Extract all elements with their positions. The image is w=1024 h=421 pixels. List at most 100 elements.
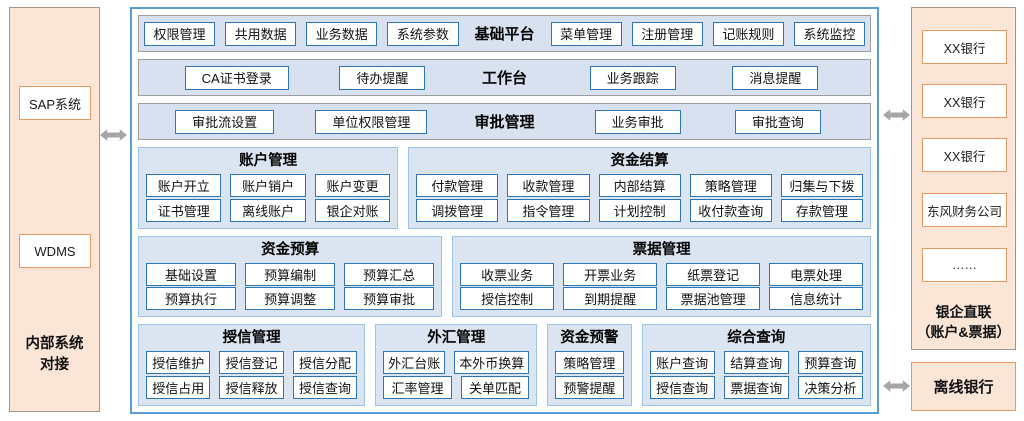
double-arrow-icon bbox=[883, 109, 910, 121]
band-title: 审批管理 bbox=[474, 114, 535, 131]
bank-box: XX银行 bbox=[922, 138, 1007, 172]
module-group-title: 资金预算 bbox=[261, 241, 320, 258]
right-panel-caption-line: （账户&票据） bbox=[916, 324, 1011, 340]
platform-band: 审批流设置 单位权限管理 审批管理 业务审批 审批查询 bbox=[138, 103, 871, 140]
band-right-modules: 业务跟踪 消息提醒 bbox=[543, 65, 865, 90]
module-group-title: 资金预警 bbox=[560, 330, 619, 347]
module-group-button-row: 调拨管理指令管理计划控制收付款查询存款管理 bbox=[416, 198, 863, 222]
module-group-title: 票据管理 bbox=[632, 241, 691, 258]
module-group-button-row: 付款管理收款管理内部结算策略管理归集与下拨 bbox=[416, 173, 863, 197]
left-panel-caption-line: 内部系统 bbox=[25, 336, 84, 352]
platform-band: 权限管理共用数据业务数据系统参数基础平台菜单管理注册管理记账规则系统监控 bbox=[138, 15, 871, 52]
platform-band: CA证书登录 待办提醒 工作台 业务跟踪 消息提醒 bbox=[138, 59, 871, 96]
double-arrow-icon bbox=[100, 129, 127, 141]
left-panel-caption: 内部系统对接 bbox=[10, 334, 99, 376]
module-chip: 菜单管理 bbox=[550, 21, 622, 46]
module-chip: 预算执行 bbox=[146, 287, 237, 311]
module-chip: 业务跟踪 bbox=[589, 65, 676, 90]
module-chip: 授信登记 bbox=[219, 351, 284, 375]
module-chip: 收付款查询 bbox=[689, 198, 772, 222]
band-left-modules: 权限管理共用数据业务数据系统参数 bbox=[144, 21, 459, 46]
module-chip: 授信查询 bbox=[292, 376, 358, 399]
module-chip: 到期提醒 bbox=[563, 287, 658, 311]
module-chip: 开票业务 bbox=[563, 262, 658, 286]
module-chip: 预警提醒 bbox=[555, 376, 624, 399]
bank-box: 东风财务公司 bbox=[922, 193, 1007, 227]
module-chip: 计划控制 bbox=[598, 198, 681, 222]
module-chip: 纸票登记 bbox=[666, 262, 761, 286]
module-chip: 结算查询 bbox=[723, 351, 789, 375]
module-chip: 归集与下拨 bbox=[780, 173, 863, 197]
external-system-box: SAP系统 bbox=[19, 86, 91, 120]
module-chip: 票据池管理 bbox=[666, 287, 761, 311]
module-group-button-row: 基础设置预算编制预算汇总 bbox=[146, 262, 435, 286]
module-chip: 基础设置 bbox=[146, 262, 237, 286]
band-left-modules: CA证书登录 待办提醒 bbox=[144, 65, 466, 90]
band-right-modules: 业务审批 审批查询 bbox=[551, 109, 866, 134]
module-chip: 外汇台账 bbox=[383, 351, 446, 375]
module-group-title: 账户管理 bbox=[239, 153, 298, 169]
module-chip: 预算汇总 bbox=[344, 262, 435, 286]
module-chip: 关单匹配 bbox=[460, 376, 530, 399]
module-chip: 本外币换算 bbox=[454, 351, 530, 375]
module-chip: 待办提醒 bbox=[339, 65, 426, 90]
module-group-button-row: 汇率管理关单匹配 bbox=[383, 376, 530, 399]
module-group-title: 授信管理 bbox=[222, 330, 281, 347]
right-top-connector-arrow-icon bbox=[883, 107, 910, 123]
module-group-button-row: 预算执行预算调整预算审批 bbox=[146, 287, 435, 311]
module-group-button-row: 授信占用授信释放授信查询 bbox=[146, 376, 358, 399]
external-system-box: WDMS bbox=[19, 234, 91, 268]
band-title: 工作台 bbox=[482, 70, 528, 87]
module-chip: 收款管理 bbox=[507, 173, 590, 197]
module-chip: 记账规则 bbox=[712, 21, 784, 46]
bank-box: …… bbox=[922, 248, 1007, 282]
module-chip: 付款管理 bbox=[416, 173, 499, 197]
band-left-modules: 审批流设置 单位权限管理 bbox=[144, 109, 459, 134]
module-chip: 决策分析 bbox=[797, 376, 863, 399]
module-group-button-row: 授信维护授信登记授信分配 bbox=[146, 351, 358, 375]
module-chip: 授信控制 bbox=[460, 287, 555, 311]
module-chip: 预算调整 bbox=[245, 287, 336, 311]
module-group-button-row: 收票业务开票业务纸票登记电票处理 bbox=[460, 262, 863, 286]
module-chip: 调拨管理 bbox=[416, 198, 499, 222]
right-panel-caption: 银企直联 （账户&票据） bbox=[912, 302, 1015, 342]
module-chip: 策略管理 bbox=[689, 173, 772, 197]
module-chip: 消息提醒 bbox=[732, 65, 819, 90]
module-chip: 审批流设置 bbox=[175, 109, 275, 134]
module-chip: 业务审批 bbox=[594, 109, 681, 134]
module-group: 资金预警策略管理预警提醒 bbox=[547, 324, 632, 407]
module-chip: 预算审批 bbox=[344, 287, 435, 311]
right-bottom-connector-arrow-icon bbox=[883, 378, 910, 394]
module-group-button-row: 策略管理 bbox=[555, 351, 624, 375]
module-chip: 单位权限管理 bbox=[315, 109, 428, 134]
module-group: 授信管理授信维护授信登记授信分配授信占用授信释放授信查询 bbox=[138, 324, 366, 407]
module-chip: 离线账户 bbox=[230, 198, 306, 222]
module-chip: 电票处理 bbox=[769, 262, 863, 286]
module-group-button-row: 授信控制到期提醒票据池管理信息统计 bbox=[460, 287, 863, 311]
module-chip: 授信维护 bbox=[146, 351, 211, 375]
internal-systems-list: SAP系统 WDMS bbox=[10, 8, 99, 411]
module-group-button-row: 证书管理离线账户银企对账 bbox=[146, 198, 391, 222]
module-group: 外汇管理外汇台账本外币换算汇率管理关单匹配 bbox=[375, 324, 538, 407]
module-group-title: 外汇管理 bbox=[427, 330, 486, 347]
band-right-modules: 菜单管理注册管理记账规则系统监控 bbox=[550, 21, 866, 46]
module-chip: 审批查询 bbox=[734, 109, 821, 134]
module-group: 资金预算基础设置预算编制预算汇总预算执行预算调整预算审批 bbox=[138, 235, 443, 318]
module-chip: CA证书登录 bbox=[184, 65, 289, 90]
module-group-button-row: 预警提醒 bbox=[555, 376, 624, 399]
module-chip: 权限管理 bbox=[144, 21, 216, 46]
right-panel-caption-line: 银企直联 bbox=[935, 304, 992, 320]
module-group: 票据管理收票业务开票业务纸票登记电票处理授信控制到期提醒票据池管理信息统计 bbox=[452, 235, 871, 318]
module-chip: 共用数据 bbox=[225, 21, 297, 46]
offline-bank-box: 离线银行 bbox=[911, 362, 1016, 411]
left-connector-arrow-icon bbox=[100, 127, 127, 143]
module-chip: 授信释放 bbox=[219, 376, 284, 399]
module-chip: 授信查询 bbox=[649, 376, 715, 399]
module-group-title: 综合查询 bbox=[727, 330, 786, 347]
module-group: 账户管理账户开立账户销户账户变更证书管理离线账户银企对账 bbox=[138, 147, 399, 229]
module-chip: 预算查询 bbox=[797, 351, 863, 375]
module-chip: 收票业务 bbox=[460, 262, 555, 286]
module-chip: 策略管理 bbox=[555, 351, 624, 375]
